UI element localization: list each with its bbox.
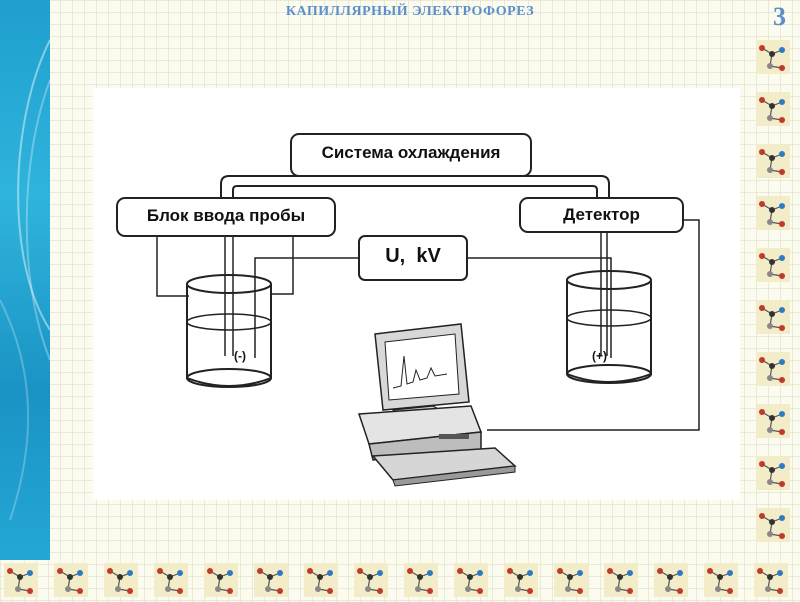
molecule-icon <box>704 563 738 597</box>
anode-beaker <box>566 270 652 384</box>
molecule-icon <box>756 248 790 282</box>
molecule-icon <box>54 563 88 597</box>
molecule-icon <box>354 563 388 597</box>
detector-label: Детектор <box>563 205 640 224</box>
molecule-icon <box>254 563 288 597</box>
molecule-icon <box>756 144 790 178</box>
injection-unit-label: Блок ввода пробы <box>146 206 306 225</box>
cooling-system-label: Система охлаждения <box>321 143 501 162</box>
molecule-icon <box>204 563 238 597</box>
molecule-icon <box>756 456 790 490</box>
molecule-icon <box>756 40 790 74</box>
decorative-side-band <box>0 0 50 560</box>
slide-number: 3 <box>773 2 786 31</box>
molecule-icon <box>756 352 790 386</box>
molecule-icon <box>756 404 790 438</box>
molecule-icon <box>756 196 790 230</box>
injection-box <box>116 197 336 237</box>
molecule-icon <box>604 563 638 597</box>
molecule-icon <box>756 508 790 542</box>
molecule-icon <box>104 563 138 597</box>
molecule-icon <box>404 563 438 597</box>
decorative-row <box>0 560 800 600</box>
computer-icon <box>357 323 517 487</box>
molecule-icon <box>554 563 588 597</box>
cathode-beaker <box>186 274 272 388</box>
molecule-icon <box>304 563 338 597</box>
molecule-icon <box>154 563 188 597</box>
diagram-panel: Система охлаждения Блок ввода пробы Дете… <box>93 88 740 500</box>
molecule-icon <box>756 300 790 334</box>
molecule-icon <box>4 563 38 597</box>
molecule-icon <box>756 92 790 126</box>
electrophoresis-diagram <box>116 133 700 487</box>
molecule-icon <box>754 563 788 597</box>
slide-title: КАПИЛЛЯРНЫЙ ЭЛЕКТРОФОРЕЗ <box>285 4 535 19</box>
molecule-icon <box>454 563 488 597</box>
molecule-icon <box>654 563 688 597</box>
voltage-label: U, kV <box>385 245 441 267</box>
cooling-box <box>290 133 532 177</box>
anode-label: (+) <box>592 349 607 363</box>
cathode-label: (-) <box>234 349 246 363</box>
molecule-icon <box>504 563 538 597</box>
